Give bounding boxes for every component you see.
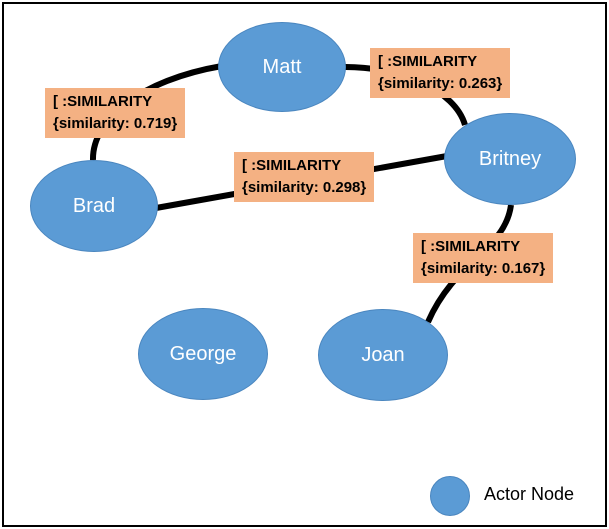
rel-label-brad-matt: [ :SIMILARITY {similarity: 0.719} [45,88,186,138]
rel-label-britney-joan: [ :SIMILARITY {similarity: 0.167} [413,233,554,283]
legend-label: Actor Node [484,484,575,504]
legend-node-swatch [430,476,470,516]
node-britney[interactable]: Britney [444,113,576,205]
rel-label-brad-britney: [ :SIMILARITY {similarity: 0.298} [234,152,375,202]
rel-type: [ :SIMILARITY [53,93,153,110]
rel-props: {similarity: 0.263} [378,75,503,92]
node-matt[interactable]: Matt [218,22,346,112]
rel-props: {similarity: 0.298} [242,179,367,196]
rel-label-matt-britney: [ :SIMILARITY {similarity: 0.263} [370,48,511,98]
node-george[interactable]: George [138,308,268,400]
rel-props: {similarity: 0.167} [421,260,546,277]
rel-type: [ :SIMILARITY [378,53,478,70]
rel-type: [ :SIMILARITY [421,238,521,255]
rel-type: [ :SIMILARITY [242,157,342,174]
rel-props: {similarity: 0.719} [53,115,178,132]
node-joan[interactable]: Joan [318,309,448,401]
node-brad[interactable]: Brad [30,160,158,252]
